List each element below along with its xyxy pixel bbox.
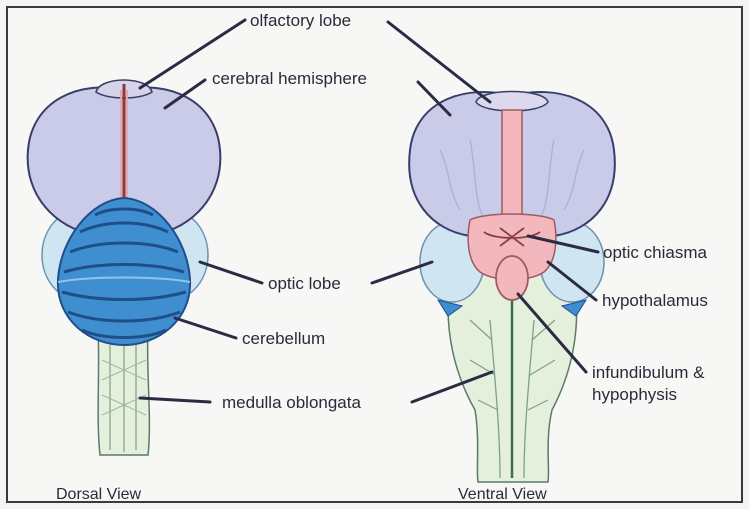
ventral-view <box>409 92 615 483</box>
dorsal-view <box>28 80 221 455</box>
label-infundibulum: infundibulum & <box>592 363 705 382</box>
label-olfactory-lobe: olfactory lobe <box>250 11 351 30</box>
label-optic-chiasma: optic chiasma <box>603 243 707 262</box>
label-medulla-oblongata: medulla oblongata <box>222 393 361 412</box>
label-hypophysis: hypophysis <box>592 385 677 404</box>
label-cerebellum: cerebellum <box>242 329 325 348</box>
label-optic-lobe: optic lobe <box>268 274 341 293</box>
caption-ventral-view: Ventral View <box>458 486 547 503</box>
label-hypothalamus: hypothalamus <box>602 291 708 310</box>
ventral-infundibulum-hypophysis <box>496 256 528 300</box>
caption-dorsal-view: Dorsal View <box>56 486 142 503</box>
label-cerebral-hemisphere: cerebral hemisphere <box>212 69 367 88</box>
